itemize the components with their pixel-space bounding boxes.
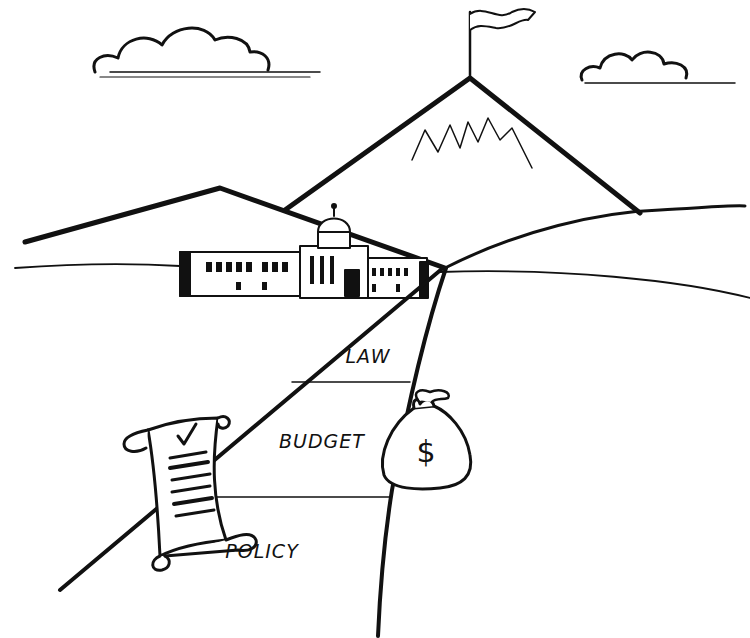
road-stage-label: BUDGET: [279, 432, 365, 451]
road-stage-label: POLICY: [225, 542, 298, 561]
money-bag: [382, 390, 470, 489]
road-stage-label: LAW: [345, 347, 390, 366]
mountain: [285, 9, 640, 213]
hills: [15, 188, 750, 298]
cloud: [94, 28, 320, 77]
currency-symbol: $: [416, 437, 435, 467]
cloud: [581, 52, 735, 83]
capitol-building: [180, 204, 428, 298]
